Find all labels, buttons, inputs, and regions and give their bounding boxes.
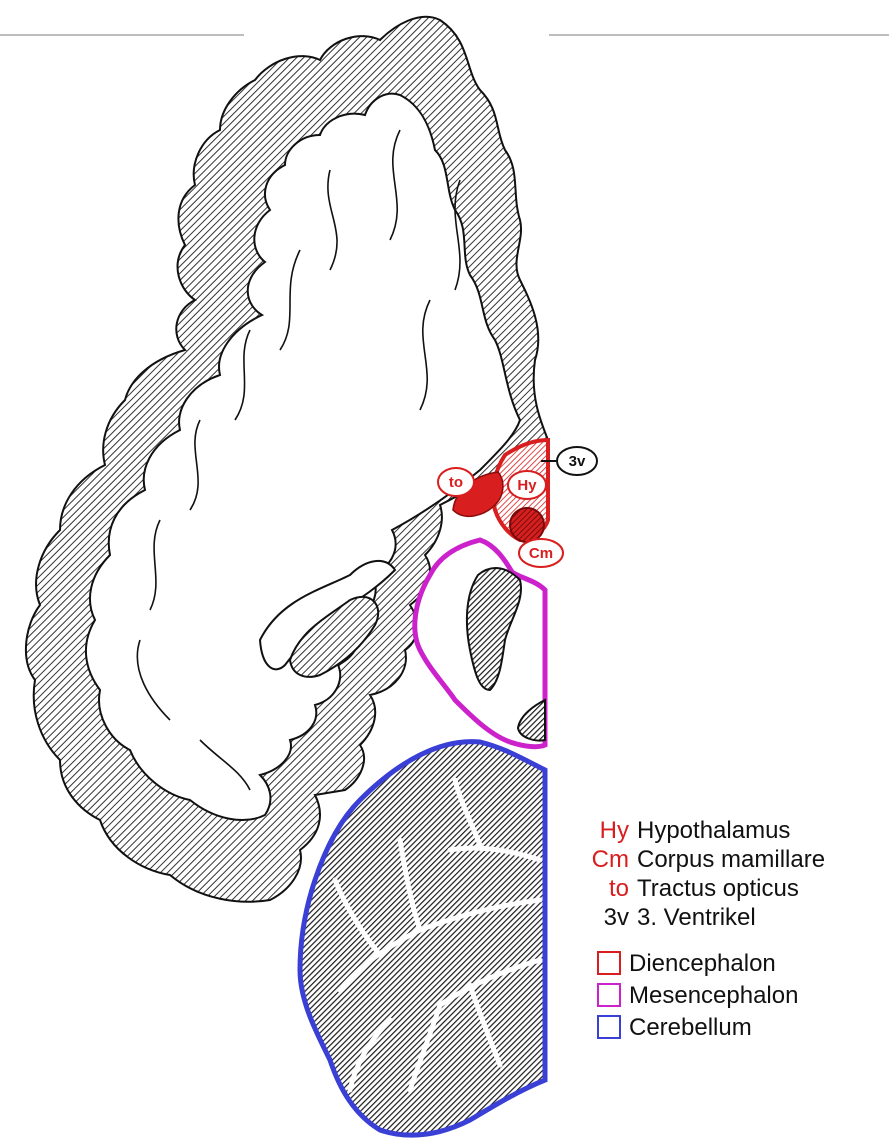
legend-item-tractus-opticus: to Tractus opticus xyxy=(586,874,886,903)
legend-region-label-diencephalon: Diencephalon xyxy=(629,949,776,978)
callout-hy: Hy xyxy=(508,471,546,499)
callout-cm: Cm xyxy=(519,539,563,567)
legend-item-corpus-mamillare: Cm Corpus mamillare xyxy=(586,845,886,874)
callout-to-label: to xyxy=(449,474,463,491)
legend-region-mesencephalon: Mesencephalon xyxy=(586,979,886,1011)
legend-region-label-cerebellum: Cerebellum xyxy=(629,1013,752,1042)
cerebellum-swatch xyxy=(597,1015,621,1039)
callout-3v-label: 3v xyxy=(569,453,586,470)
callout-to: to xyxy=(438,468,474,496)
callout-3v: 3v xyxy=(557,447,597,475)
legend-region-diencephalon: Diencephalon xyxy=(586,947,886,979)
legend-item-3-ventrikel: 3v 3. Ventrikel xyxy=(586,903,886,932)
legend: Hy Hypothalamus Cm Corpus mamillare to T… xyxy=(586,816,886,1043)
cerebellum-outline xyxy=(300,742,545,1136)
legend-label-tractus-opticus: Tractus opticus xyxy=(637,874,799,903)
legend-abbr-3v: 3v xyxy=(586,903,629,932)
callout-hy-label: Hy xyxy=(517,477,537,494)
legend-label-hypothalamus: Hypothalamus xyxy=(637,816,790,845)
legend-region-label-mesencephalon: Mesencephalon xyxy=(629,981,798,1010)
callout-cm-label: Cm xyxy=(529,545,553,562)
legend-item-hypothalamus: Hy Hypothalamus xyxy=(586,816,886,845)
mesencephalon-swatch xyxy=(597,983,621,1007)
region-legend: Diencephalon Mesencephalon Cerebellum xyxy=(586,947,886,1043)
legend-label-3-ventrikel: 3. Ventrikel xyxy=(637,903,756,932)
legend-region-cerebellum: Cerebellum xyxy=(586,1011,886,1043)
legend-label-corpus-mamillare: Corpus mamillare xyxy=(637,845,825,874)
corpus-mamillare-shape xyxy=(510,508,544,542)
diencephalon-swatch xyxy=(597,951,621,975)
legend-abbr-to: to xyxy=(586,874,629,903)
legend-abbr-hy: Hy xyxy=(586,816,629,845)
legend-abbr-cm: Cm xyxy=(586,845,629,874)
